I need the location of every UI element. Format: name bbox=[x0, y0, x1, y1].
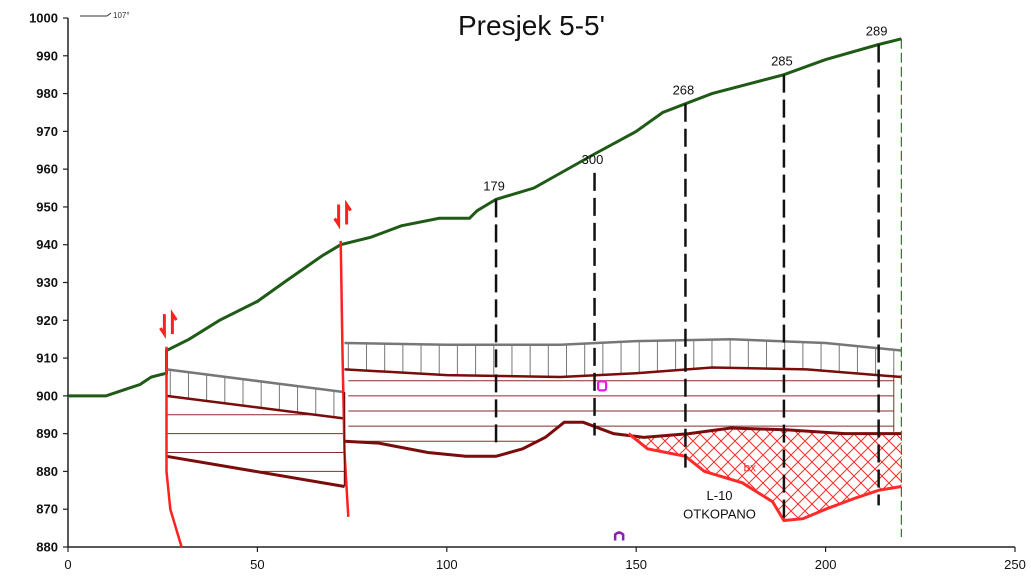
chart-title: Presjek 5-5' bbox=[458, 10, 605, 41]
x-tick-label: 50 bbox=[250, 557, 264, 572]
fault-symbol-right bbox=[333, 199, 352, 230]
mined-boundary-line bbox=[627, 432, 902, 523]
y-tick-label: 960 bbox=[36, 162, 58, 177]
y-tick-label: 880 bbox=[36, 464, 58, 479]
mined-zone-hatch bbox=[628, 428, 902, 521]
marker-arch bbox=[613, 531, 625, 541]
y-tick-label: 970 bbox=[36, 124, 58, 139]
y-tick-label: 910 bbox=[36, 351, 58, 366]
cover-bottom-right-line bbox=[344, 366, 902, 379]
y-tick-label: 980 bbox=[36, 86, 58, 101]
fault-symbol-right-arrows bbox=[333, 199, 352, 230]
y-tick-label: 920 bbox=[36, 313, 58, 328]
marker-square bbox=[597, 380, 608, 392]
north-label: 107° bbox=[113, 11, 130, 20]
cover-bottom-left-line bbox=[166, 394, 345, 420]
mined-label-line1: L-10 bbox=[707, 488, 733, 503]
layer-bottom-left-line bbox=[166, 454, 345, 488]
fault-symbol-left bbox=[159, 309, 178, 340]
borehole-label-179: 179 bbox=[483, 178, 505, 193]
fault-left-line bbox=[165, 346, 183, 548]
y-tick-label: 930 bbox=[36, 275, 58, 290]
cover-left-band bbox=[166, 369, 345, 419]
y-tick-label: 1000 bbox=[29, 11, 58, 26]
y-tick-label: 900 bbox=[36, 388, 58, 403]
y-tick-label: 870 bbox=[36, 502, 58, 517]
x-tick-label: 100 bbox=[436, 557, 458, 572]
layer-bottom-right-line bbox=[344, 420, 902, 458]
borehole-label-300: 300 bbox=[582, 152, 604, 167]
bx-label: bx bbox=[743, 460, 756, 474]
x-tick-label: 200 bbox=[815, 557, 837, 572]
north-arrow-head bbox=[106, 12, 112, 17]
y-tick-label: 940 bbox=[36, 237, 58, 252]
x-tick-label: 150 bbox=[625, 557, 647, 572]
y-tick-label: 880 bbox=[36, 540, 58, 555]
mined-label-line2: OTKOPANO bbox=[683, 507, 756, 522]
borehole-label-285: 285 bbox=[771, 54, 793, 69]
x-tick-label: 0 bbox=[64, 557, 71, 572]
borehole-label-268: 268 bbox=[673, 83, 695, 98]
borehole-label-289: 289 bbox=[866, 23, 888, 38]
y-tick-label: 990 bbox=[36, 48, 58, 63]
y-tick-label: 890 bbox=[36, 426, 58, 441]
fault-right-line bbox=[339, 240, 350, 517]
fault-symbol-left-arrows bbox=[159, 309, 178, 340]
cover-top-right-line bbox=[344, 337, 902, 352]
cover-top-left-line bbox=[166, 368, 345, 394]
y-tick-label: 950 bbox=[36, 199, 58, 214]
x-tick-label: 250 bbox=[1004, 557, 1026, 572]
